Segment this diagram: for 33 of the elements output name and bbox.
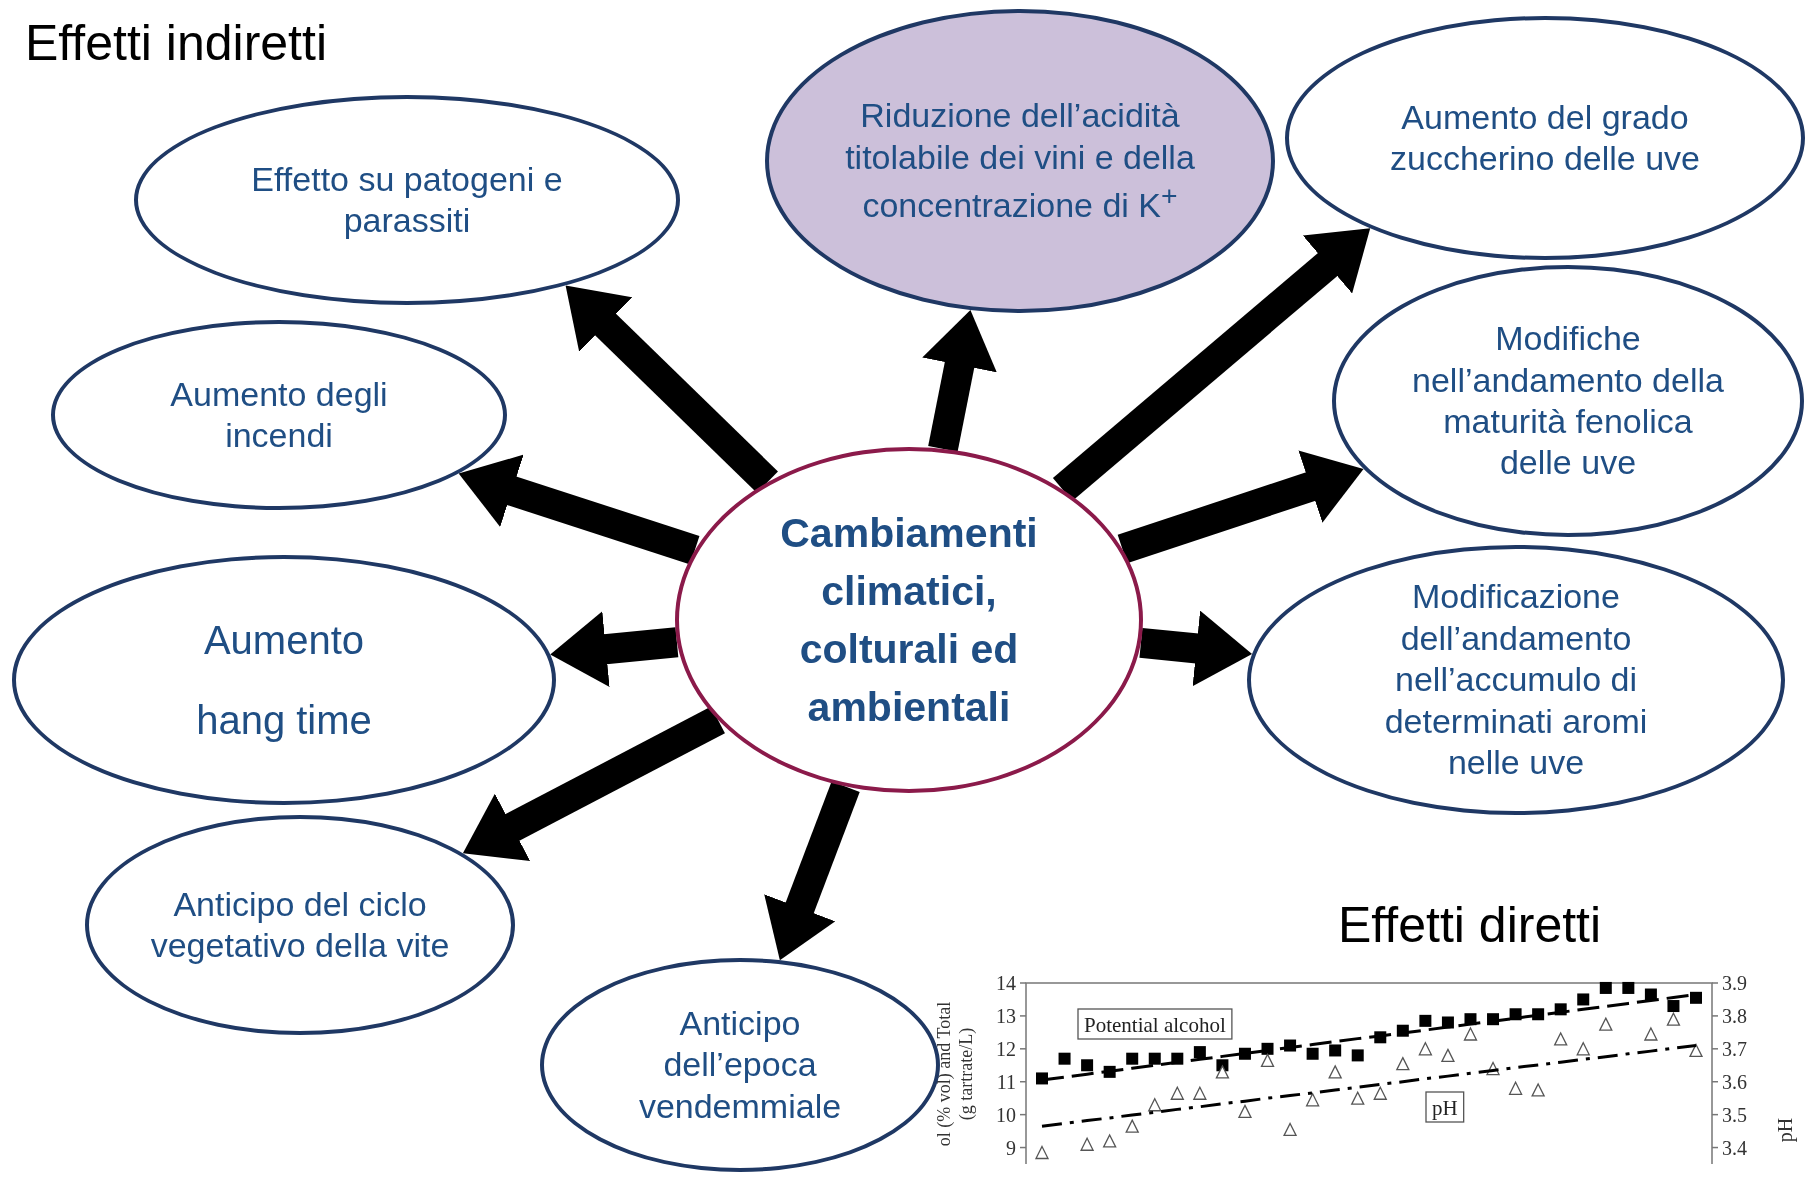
axis-tick-label: 9	[1006, 1136, 1016, 1159]
block-arrow	[565, 285, 778, 493]
axis-tick-label: 3.5	[1722, 1103, 1747, 1126]
axis-tick-label: 10	[996, 1103, 1016, 1126]
node-text: Anticipo dell’epoca vendemmiale	[637, 1002, 843, 1127]
node-text: Cambiamenti climatici, colturali ed ambientali	[779, 508, 1039, 733]
section-heading: Effetti diretti	[1338, 896, 1602, 954]
axis-tick-label: 12	[996, 1037, 1016, 1060]
node-text: Anticipo del ciclo vegetativo della vite	[150, 883, 450, 966]
section-heading: Effetti indiretti	[25, 14, 327, 72]
series-label: pH	[1432, 1096, 1458, 1120]
series-label: Potential alcohol	[1077, 1008, 1233, 1040]
node-text: Effetto su patogeni e parassiti	[250, 158, 564, 241]
axis-tick-label: 14	[996, 972, 1016, 994]
node-text: Aumento del grado zuccherino delle uve	[1389, 96, 1701, 179]
axis-tick-label: 3.7	[1722, 1037, 1747, 1060]
block-arrow	[1052, 228, 1371, 501]
axis-tick-label: 3.8	[1722, 1004, 1747, 1027]
block-arrow	[462, 706, 725, 861]
axis-tick-label: 13	[996, 1004, 1016, 1027]
node-text: Riduzione dell’acidità titolabile dei vini e della concentrazione di K$^{+}$	[844, 95, 1196, 227]
axis-tick-label: 3.6	[1722, 1070, 1747, 1093]
node-text: Aumento degli incendi	[169, 373, 389, 456]
axis-title: pH	[1774, 1117, 1796, 1143]
node-text: Modificazione dell’andamento nell’accumulo di determinati aromi nelle uve	[1383, 576, 1649, 784]
node-text: Aumento hang time	[195, 617, 373, 744]
axis-title: ol (% vol) and Total (g tartrate/L)	[934, 1001, 976, 1147]
node-text: Modifiche nell’andamento della maturità fenolica delle uve	[1411, 318, 1725, 484]
axis-tick-label: 3.4	[1722, 1136, 1747, 1159]
axis-tick-label: 11	[996, 1070, 1016, 1093]
series-label: Potential alcohol	[1084, 1013, 1226, 1037]
axis-tick-label: 3.9	[1722, 972, 1747, 994]
series-label: pH	[1425, 1091, 1465, 1123]
